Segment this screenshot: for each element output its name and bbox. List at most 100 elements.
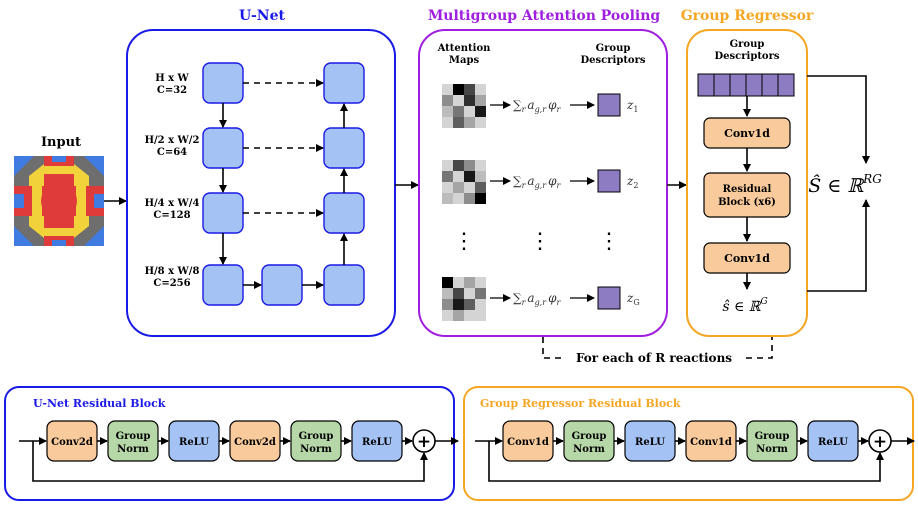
descriptor-cell — [777, 73, 795, 97]
res-block-orange-1: Conv2d — [46, 420, 98, 462]
unet-enc-block-4 — [202, 264, 244, 306]
res-block-label: Conv1d — [507, 437, 549, 448]
descriptor-cell — [713, 73, 731, 97]
unet-level-labels: H x W C=32 H/2 x W/2 C=64 H/4 x W/4 C=12… — [145, 73, 200, 289]
group-descriptor-z1 — [597, 93, 621, 117]
res-block-label: Group — [572, 431, 607, 442]
descriptor-cell — [729, 73, 747, 97]
unet-level-4-channels: C=256 — [153, 278, 190, 289]
unet-dec-block-3 — [323, 192, 365, 234]
group-descriptor-zg — [597, 286, 621, 310]
regressor-desc-l1: Group — [730, 39, 765, 50]
skip-connection — [488, 441, 884, 482]
res-block-label: Group — [116, 431, 151, 442]
conv1d-top-label: Conv1d — [724, 127, 770, 140]
unet-title: U-Net — [239, 8, 285, 24]
res-block-label: Group — [299, 431, 334, 442]
unet-level-2-size: H/2 x W/2 — [145, 135, 200, 146]
res-block-label: Norm — [756, 444, 788, 455]
residual-add-node: + — [868, 429, 892, 453]
gr-res-block-title: Group Regressor Residual Block — [480, 397, 681, 410]
z-label-g: zG — [626, 291, 640, 307]
res-block-orange-4: Conv2d — [229, 420, 281, 462]
loop-bracket — [542, 337, 773, 359]
regressor-container — [686, 29, 808, 337]
res-block-label: Conv2d — [51, 437, 93, 448]
skip-connection — [32, 441, 428, 482]
unet-level-1-size: H x W — [155, 73, 189, 84]
regressor-desc-l2: Descriptors — [715, 51, 780, 62]
unet-level-3-size: H/4 x W/4 — [145, 198, 200, 209]
attention-container — [418, 29, 668, 337]
plus-symbol: + — [417, 432, 431, 452]
residual-add-node: + — [412, 429, 436, 453]
group-descriptors-header-l2: Descriptors — [581, 55, 646, 66]
unet-level-2-channels: C=64 — [157, 147, 187, 158]
unet-enc-block-2 — [202, 127, 244, 169]
unet-level-4-size: H/8 x W/8 — [145, 266, 200, 277]
attention-title: Multigroup Attention Pooling — [428, 8, 661, 24]
residual-block-label-l1: Residual — [723, 184, 772, 195]
res-block-blue-3: ReLU — [624, 420, 676, 462]
residual-block — [703, 172, 791, 218]
unet-bottleneck-block — [261, 264, 303, 306]
output-connectors — [807, 75, 870, 292]
regressor-flow: Conv1d Residual Block (x6) Conv1d ŝ ∈ ℝG — [703, 96, 791, 315]
unet-enc-block-3 — [202, 192, 244, 234]
res-block-label: ReLU — [818, 437, 848, 448]
res-block-label: Norm — [573, 444, 605, 455]
conv1d-bottom-label: Conv1d — [724, 252, 770, 265]
regressor-title: Group Regressor — [681, 8, 814, 24]
unet-dec-block-4 — [323, 264, 365, 306]
unet-level-3-channels: C=128 — [153, 210, 190, 221]
res-block-label: Norm — [117, 444, 149, 455]
res-block-label: Conv2d — [234, 437, 276, 448]
res-block-blue-6: ReLU — [807, 420, 859, 462]
unet-enc-block-1 — [202, 62, 244, 104]
res-block-blue-6: ReLU — [351, 420, 403, 462]
res-block-orange-1: Conv1d — [502, 420, 554, 462]
dots-maps: ⋮ — [453, 229, 475, 254]
input-label: Input — [41, 135, 81, 150]
residual-block-label-l2: Block (x6) — [718, 197, 776, 208]
input-image — [14, 156, 104, 246]
attention-maps-header-l1: Attention — [437, 43, 492, 54]
z-label-2: z2 — [626, 174, 638, 190]
descriptor-cell — [697, 73, 715, 97]
unet-res-block-title: U-Net Residual Block — [33, 397, 166, 410]
final-output-label: Ŝ ∈ ℝRG — [808, 172, 882, 197]
attention-map-3 — [442, 277, 486, 321]
plus-symbol: + — [873, 432, 887, 452]
res-block-label: ReLU — [362, 437, 392, 448]
unet-blocks — [202, 62, 365, 306]
group-descriptor-z2 — [597, 169, 621, 193]
unet-dec-block-2 — [323, 127, 365, 169]
group-descriptors-header-l1: Group — [596, 43, 631, 54]
group-descriptor-strip — [697, 73, 795, 97]
attention-map-2 — [442, 160, 486, 204]
res-block-blue-3: ReLU — [168, 420, 220, 462]
res-block-orange-4: Conv1d — [685, 420, 737, 462]
dots-sum: ⋮ — [529, 229, 551, 254]
res-block-label: ReLU — [635, 437, 665, 448]
res-block-label: ReLU — [179, 437, 209, 448]
descriptor-cell — [745, 73, 763, 97]
attention-maps — [442, 84, 486, 321]
res-block-label: Norm — [300, 444, 332, 455]
loop-label: For each of R reactions — [576, 351, 732, 365]
res-block-label: Group — [755, 431, 790, 442]
descriptor-cell — [761, 73, 779, 97]
dots-desc: ⋮ — [598, 229, 620, 254]
regressor-output-label: ŝ ∈ ℝG — [722, 297, 767, 315]
attention-map-1 — [442, 84, 486, 128]
